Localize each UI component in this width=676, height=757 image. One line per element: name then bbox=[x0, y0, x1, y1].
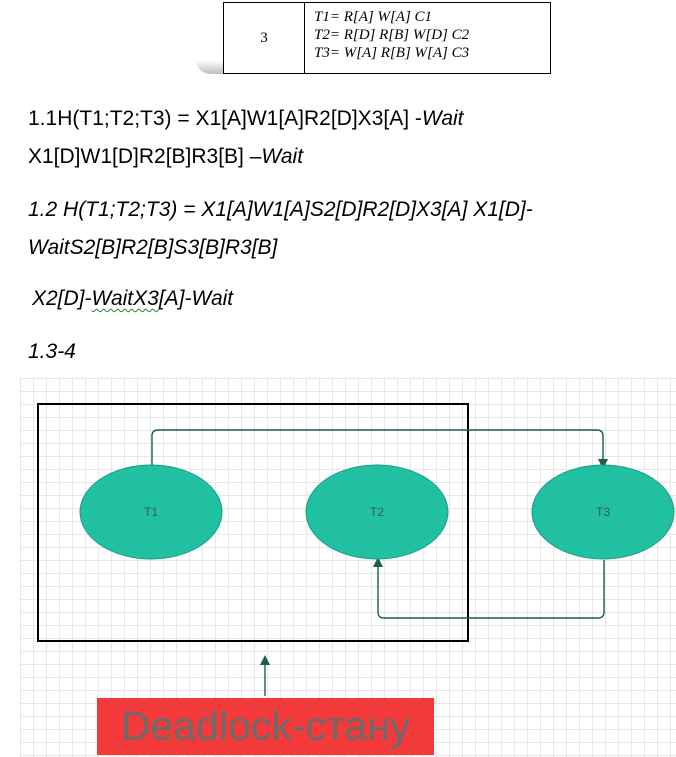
deadlock-label-box: Deadlock-стану bbox=[97, 698, 434, 755]
rule-t1: T1= R[A] W[A] C1 bbox=[314, 9, 433, 25]
answer-1-2-part-a: X2[D]- bbox=[32, 287, 92, 310]
node-t3-label: T3 bbox=[596, 505, 611, 519]
diagram-grid bbox=[20, 378, 676, 757]
deadlock-label: Deadlock-стану bbox=[120, 703, 411, 749]
transactions-table: 3 T1= R[A] W[A] C1 T2= R[D] R[B] W[D] C2… bbox=[223, 2, 551, 74]
answer-1-2-line1: 1.2 H(T1;T2;T3) = X1[A]W1[A]S2[D]R2[D]X3… bbox=[28, 198, 533, 221]
table-row-number: 3 bbox=[224, 3, 305, 73]
node-t1-label: T1 bbox=[144, 505, 159, 519]
answer-1-1-text: 1.1H(T1;T2;T3) = X1[A]W1[A]R2[D]X3[A] - bbox=[28, 107, 422, 130]
edge-t3-t2 bbox=[373, 557, 605, 619]
node-t3 bbox=[531, 464, 675, 560]
deadlock-frame bbox=[37, 403, 469, 642]
answer-1-2-part-b: WaitX3 bbox=[91, 287, 159, 310]
transaction-rules: T1= R[A] W[A] C1 T2= R[D] R[B] W[D] C2 T… bbox=[314, 8, 469, 62]
answer-1-1-line2: X1[D]W1[D]R2[B]R3[B] –Wait bbox=[28, 145, 303, 169]
rule-t3: T3= W[A] R[B] W[A] C3 bbox=[314, 45, 470, 61]
answer-1-3-heading: 1.3-4 bbox=[28, 340, 76, 363]
table-shadow bbox=[196, 60, 224, 74]
answer-1-2-line2: WaitS2[B]R2[B]S3[B]R3[B] bbox=[28, 236, 278, 259]
wait-label: Wait bbox=[421, 107, 464, 130]
node-t1 bbox=[79, 464, 223, 560]
answer-1-1-line1: 1.1H(T1;T2;T3) = X1[A]W1[A]R2[D]X3[A] -W… bbox=[28, 107, 464, 131]
diagram-svg bbox=[37, 403, 675, 696]
node-t2-label: T2 bbox=[370, 505, 385, 519]
answer-1-1-text-2: X1[D]W1[D]R2[B]R3[B] – bbox=[28, 145, 262, 168]
node-t2 bbox=[305, 464, 449, 560]
answer-1-2-part-c: [A]-Wait bbox=[158, 287, 234, 310]
answer-1-2-line3: X2[D]-WaitX3[A]-Wait bbox=[32, 287, 233, 311]
wait-label: Wait bbox=[261, 145, 304, 168]
edge-t1-t3 bbox=[151, 429, 608, 469]
wait-for-graph: T1 T2 T3 bbox=[0, 378, 676, 757]
rule-t2: T2= R[D] R[B] W[D] C2 bbox=[314, 27, 470, 43]
